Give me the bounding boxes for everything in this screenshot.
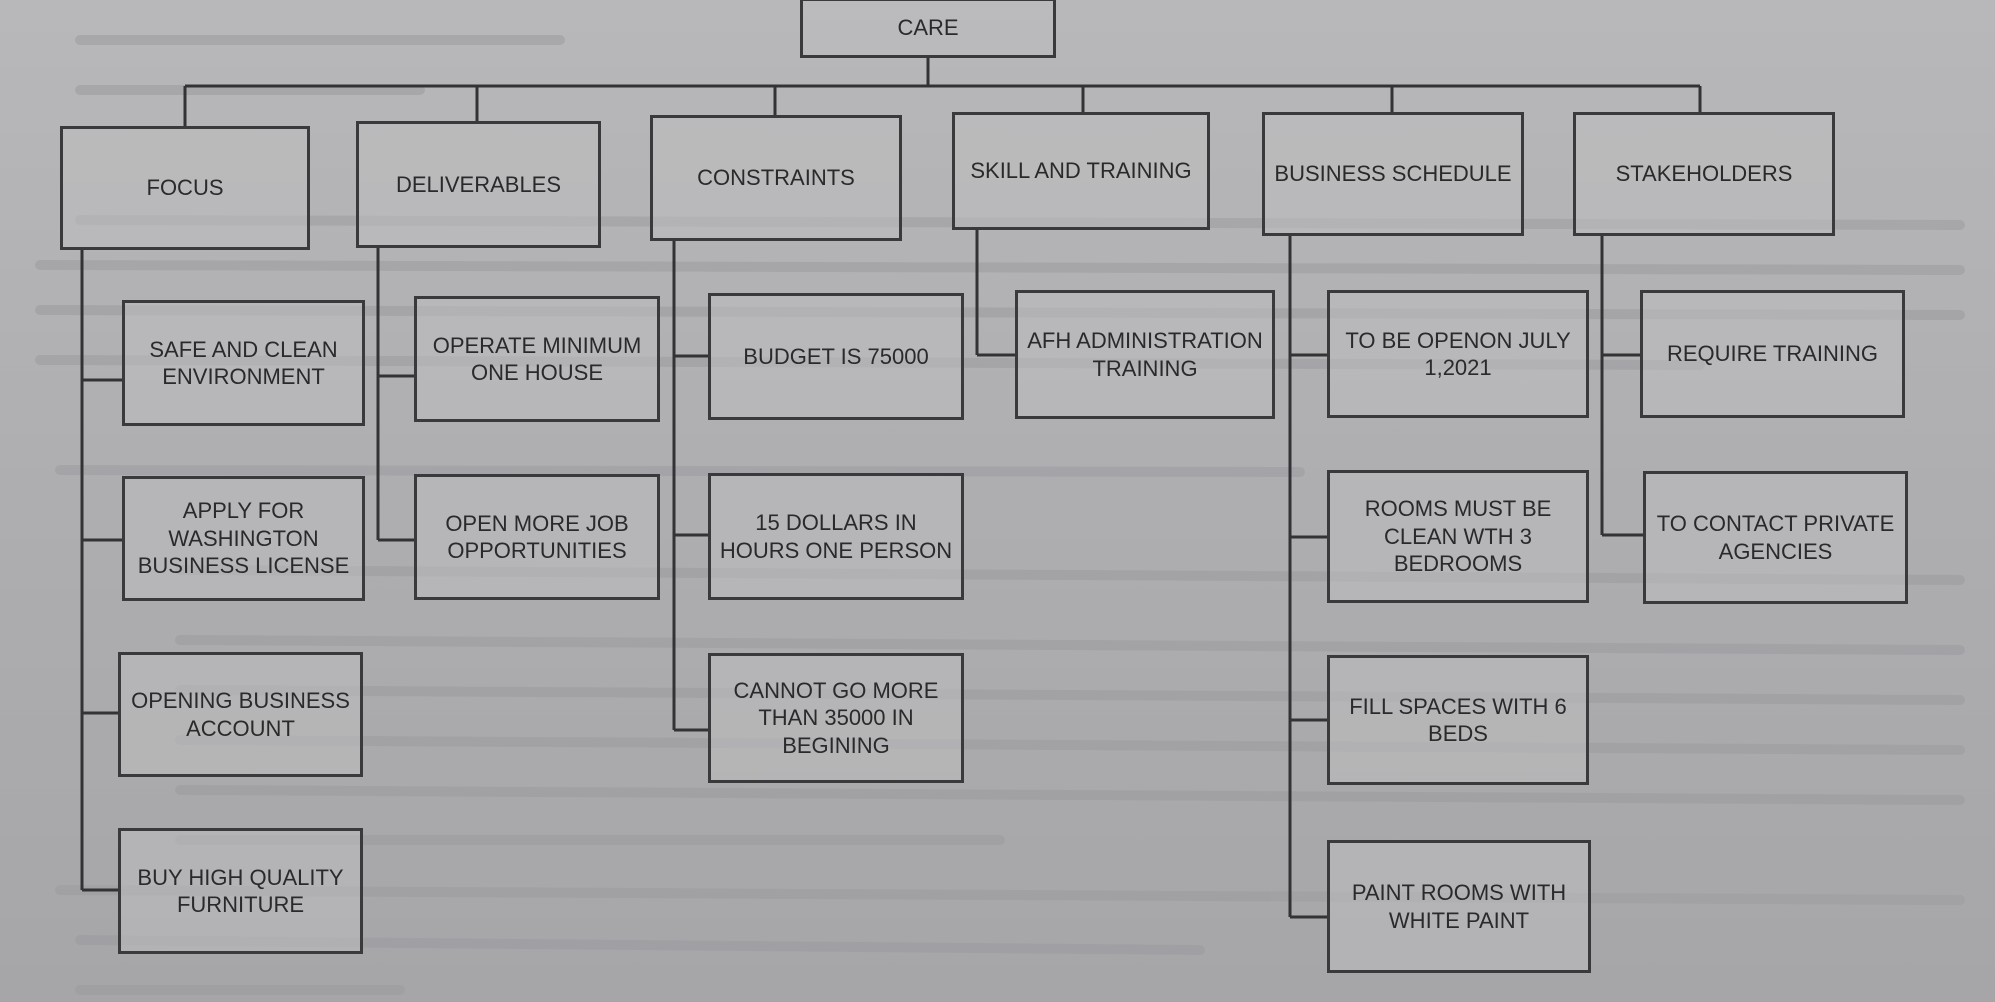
stakeholders-item-1: REQUIRE TRAINING (1640, 290, 1905, 418)
constraints-item-1: BUDGET IS 75000 (708, 293, 964, 420)
schedule-item-4: PAINT ROOMS WITH WHITE PAINT (1327, 840, 1591, 973)
focus-item-4: BUY HIGH QUALITY FURNITURE (118, 828, 363, 954)
deliverables-item-1: OPERATE MINIMUM ONE HOUSE (414, 296, 660, 422)
focus-item-2: APPLY FOR WASHINGTON BUSINESS LICENSE (122, 476, 365, 601)
category-deliverables: DELIVERABLES (356, 121, 601, 248)
schedule-item-3: FILL SPACES WITH 6 BEDS (1327, 655, 1589, 785)
category-stakeholders: STAKEHOLDERS (1573, 112, 1835, 236)
focus-item-3: OPENING BUSINESS ACCOUNT (118, 652, 363, 777)
category-business-schedule: BUSINESS SCHEDULE (1262, 112, 1524, 236)
category-skill-and-training: SKILL AND TRAINING (952, 112, 1210, 230)
category-constraints: CONSTRAINTS (650, 115, 902, 241)
constraints-item-3: CANNOT GO MORE THAN 35000 IN BEGINING (708, 653, 964, 783)
skill-item-1: AFH ADMINISTRATION TRAINING (1015, 290, 1275, 419)
constraints-item-2: 15 DOLLARS IN HOURS ONE PERSON (708, 473, 964, 600)
schedule-item-2: ROOMS MUST BE CLEAN WTH 3 BEDROOMS (1327, 470, 1589, 603)
node-care: CARE (800, 0, 1056, 58)
schedule-item-1: TO BE OPENON JULY 1,2021 (1327, 290, 1589, 418)
focus-item-1: SAFE AND CLEAN ENVIRONMENT (122, 300, 365, 426)
deliverables-item-2: OPEN MORE JOB OPPORTUNITIES (414, 474, 660, 600)
category-focus: FOCUS (60, 126, 310, 250)
stakeholders-item-2: TO CONTACT PRIVATE AGENCIES (1643, 471, 1908, 604)
